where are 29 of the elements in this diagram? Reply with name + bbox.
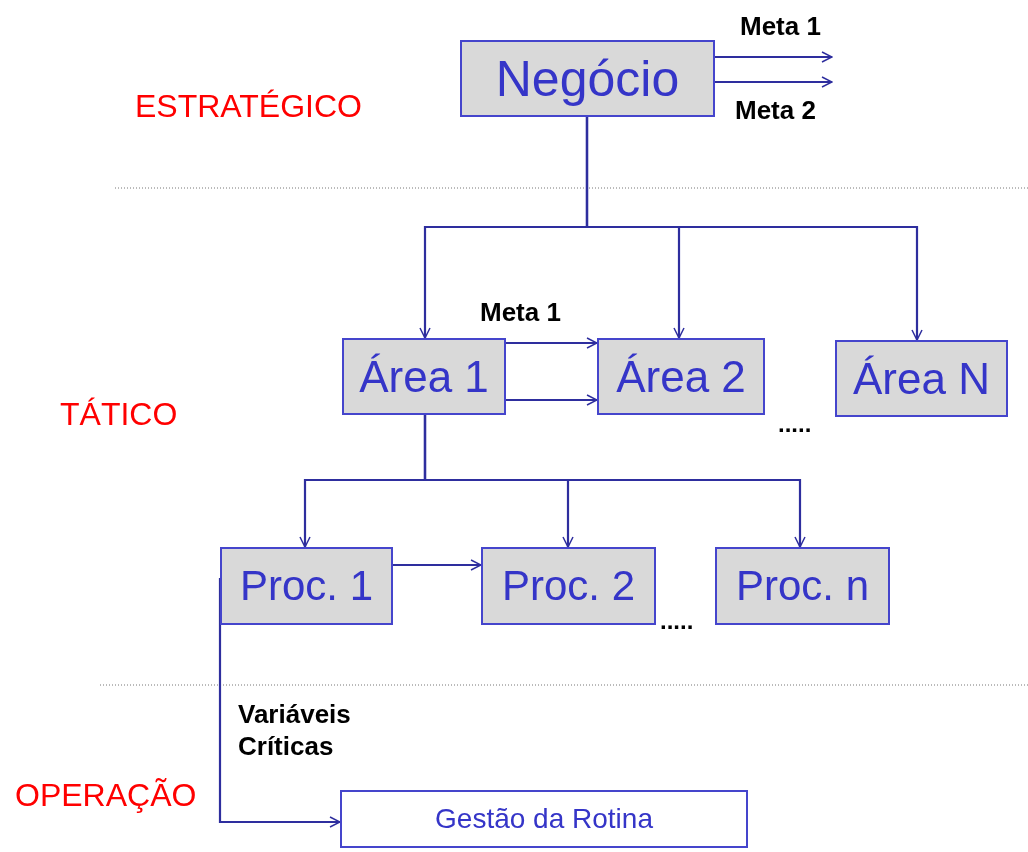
arrow [423, 415, 806, 548]
node-text: Área 2 [616, 351, 746, 402]
ellipsis: ..... [660, 607, 694, 635]
node-text: Gestão da Rotina [435, 803, 653, 835]
node-text: Proc. 2 [501, 562, 636, 610]
arrow [218, 578, 341, 828]
node-text: Negócio [495, 49, 680, 108]
arrow [715, 51, 833, 63]
arrow [393, 559, 482, 571]
level-box [220, 547, 393, 625]
node-text: Proc. n [735, 562, 870, 610]
level-box [481, 547, 656, 625]
arrow [715, 76, 833, 88]
level-box [460, 40, 715, 117]
level-label: TÁTICO [60, 396, 178, 433]
process-box [340, 790, 748, 848]
level-box [597, 338, 765, 415]
arrow [506, 337, 598, 349]
level-box [715, 547, 890, 625]
node-text: Proc. 1 [239, 562, 374, 610]
level-box [342, 338, 506, 415]
level-label: ESTRATÉGICO [135, 88, 362, 125]
level-box [835, 340, 1008, 417]
node-text: Área N [853, 353, 990, 404]
arrow [506, 394, 598, 406]
node-text: Área 1 [359, 351, 489, 402]
arrow [585, 117, 923, 341]
ellipsis: ..... [778, 410, 812, 438]
level-label: OPERAÇÃO [15, 777, 197, 814]
